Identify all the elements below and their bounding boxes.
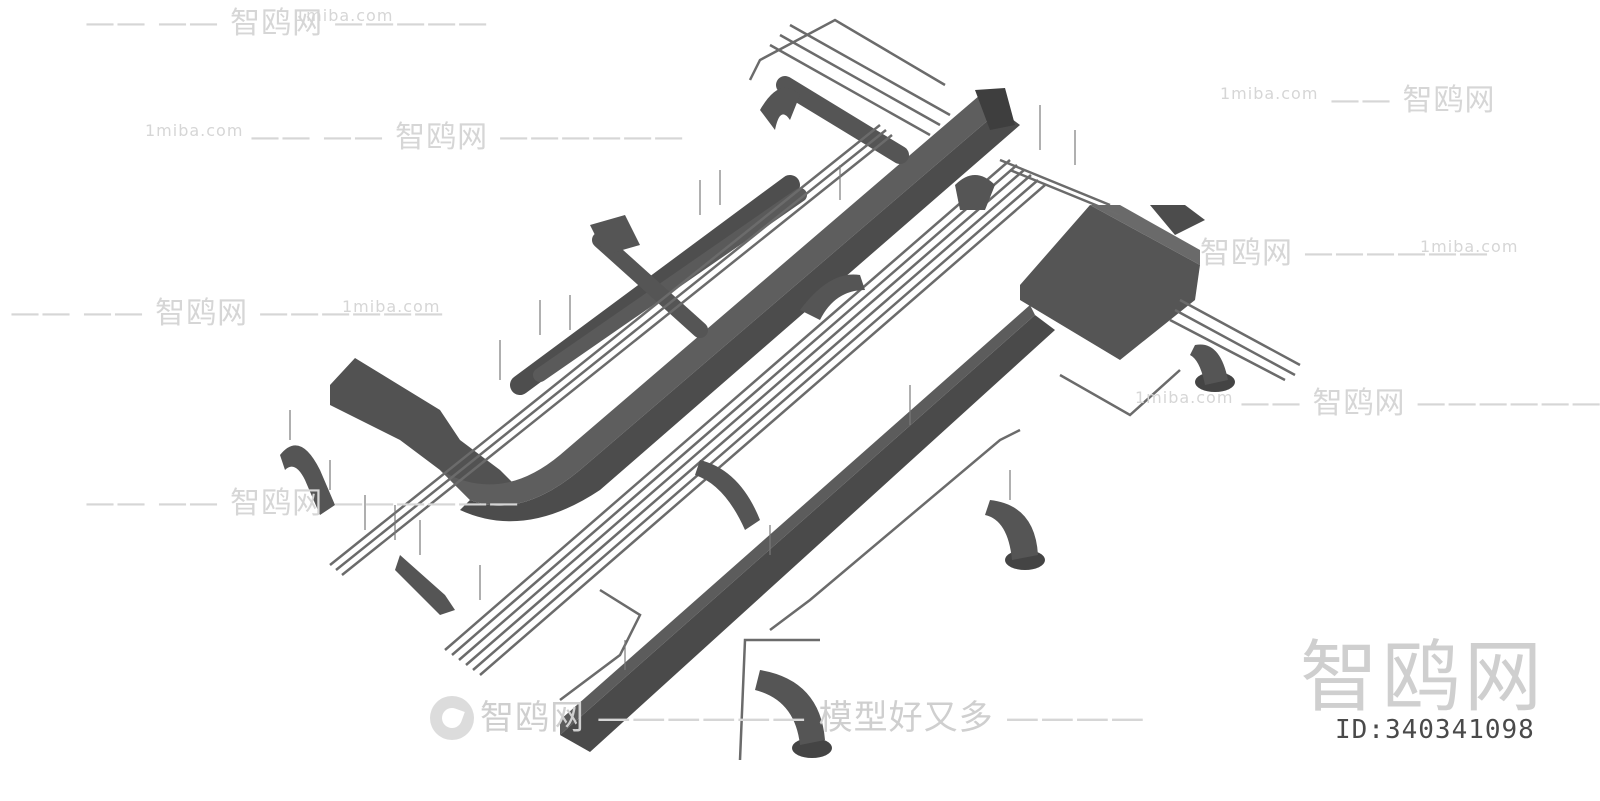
watermark-brand-3: —— —— 智鸥网 —————— — [10, 296, 445, 331]
watermark-site-4: 1miba.com — [1220, 84, 1319, 103]
watermark-site-5: 1miba.com — [1420, 237, 1519, 256]
watermark-brand-7: —— 智鸥网 —————— — [1240, 386, 1600, 421]
watermark-site-1: 1miba.com — [295, 6, 394, 25]
pipe-bundles — [329, 18, 1301, 761]
duct-elbows — [280, 87, 1235, 758]
main-supply-duct — [560, 205, 1205, 752]
watermark-brand-2: —— —— 智鸥网 —————— — [250, 120, 685, 155]
upper-return-duct — [330, 88, 1020, 522]
brand-logo-icon — [430, 696, 474, 740]
watermark-brand-1: —— —— 智鸥网 ————— — [85, 6, 489, 41]
watermark-site-3: 1miba.com — [342, 297, 441, 316]
watermark-brand-6: 智鸥网 —————— — [1200, 236, 1490, 271]
watermark-brand-large: 智鸥网 — [1300, 633, 1547, 723]
hanger-rods — [289, 105, 1076, 670]
watermark-brand-4: —— —— 智鸥网 —————— — [85, 486, 520, 521]
watermark-site-2: 1miba.com — [145, 121, 244, 140]
model-id-label: ID:340341098 — [1335, 715, 1535, 745]
watermark-slogan: 智鸥网 —————— 模型好又多 ———— — [480, 698, 1146, 738]
watermark-brand-5: —— 智鸥网 — [1330, 83, 1496, 118]
watermark-site-6: 1miba.com — [1135, 388, 1234, 407]
